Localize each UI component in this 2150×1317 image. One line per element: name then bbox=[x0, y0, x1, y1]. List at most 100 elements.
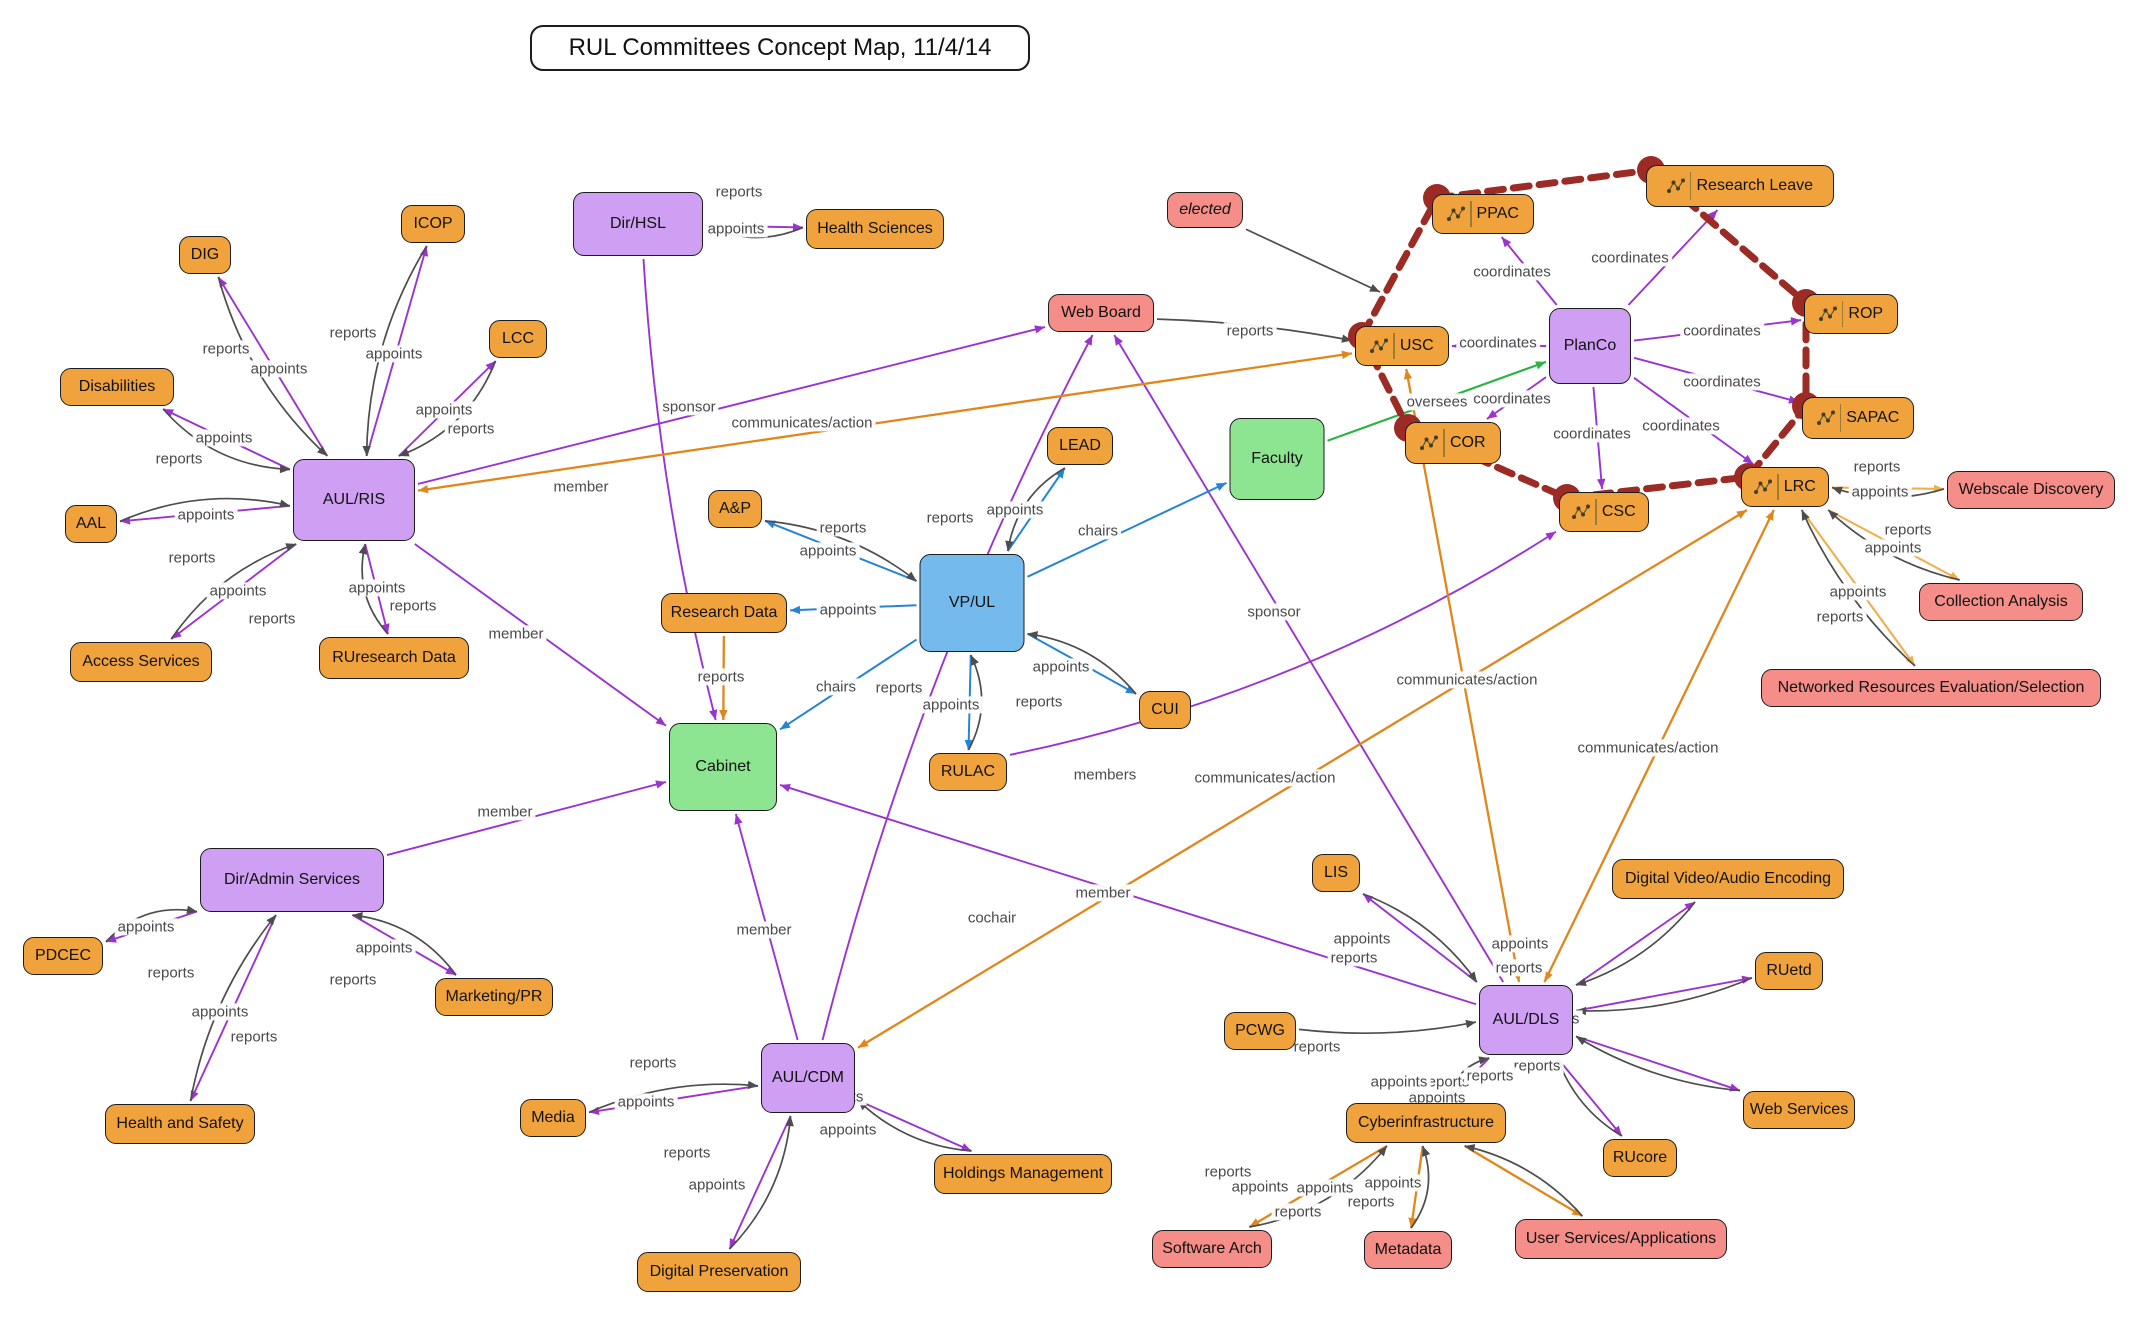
edge-label-reports: reports bbox=[1201, 1163, 1255, 1181]
edge-planco-rleave-coordinates-arrowhead bbox=[1707, 210, 1718, 221]
edge-label-reports: reports bbox=[1271, 1203, 1325, 1221]
edge-access-aulris-reports bbox=[170, 543, 297, 640]
node-planco[interactable]: PlanCo bbox=[1549, 308, 1631, 384]
node-rurd[interactable]: RUresearch Data bbox=[319, 637, 469, 679]
node-diradmin[interactable]: Dir/Admin Services bbox=[200, 848, 384, 912]
node-lis[interactable]: LIS bbox=[1312, 854, 1360, 892]
node-userserv[interactable]: User Services/Applications bbox=[1515, 1219, 1727, 1259]
node-rleave[interactable]: Research Leave bbox=[1646, 165, 1834, 207]
node-disabilities[interactable]: Disabilities bbox=[60, 368, 174, 406]
node-elected[interactable]: elected bbox=[1167, 192, 1243, 228]
node-ppac[interactable]: PPAC bbox=[1432, 194, 1534, 234]
edge-icop-aulris-reports-arrowhead bbox=[362, 445, 371, 456]
edge-auldls-cabinet-member-arrowhead bbox=[780, 783, 791, 792]
edge-label-reports: reports bbox=[626, 1054, 680, 1072]
edge-pdcec-diradmin-reports-arrowhead bbox=[186, 905, 197, 914]
node-label: Cyberinfrastructure bbox=[1357, 1114, 1495, 1131]
edge-aal-aulris-reports-arrowhead bbox=[279, 499, 290, 508]
node-label: CUI bbox=[1151, 701, 1179, 718]
node-webservices[interactable]: Web Services bbox=[1743, 1091, 1855, 1129]
node-csc[interactable]: CSC bbox=[1559, 492, 1649, 532]
network-icon bbox=[1754, 479, 1773, 494]
node-digpres[interactable]: Digital Preservation bbox=[637, 1252, 801, 1292]
node-mktpr[interactable]: Marketing/PR bbox=[435, 978, 553, 1016]
edge-label-coordinates: coordinates bbox=[1550, 425, 1634, 443]
map-title: RUL Committees Concept Map, 11/4/14 bbox=[530, 25, 1030, 71]
node-cabinet[interactable]: Cabinet bbox=[669, 723, 777, 811]
node-usc[interactable]: USC bbox=[1355, 326, 1449, 366]
node-rdata[interactable]: Research Data bbox=[661, 593, 787, 633]
node-label: USC bbox=[1399, 337, 1434, 354]
node-access[interactable]: Access Services bbox=[70, 642, 212, 682]
node-networked[interactable]: Networked Resources Evaluation/Selection bbox=[1761, 669, 2101, 707]
network-icon bbox=[1572, 504, 1591, 519]
node-aal[interactable]: AAL bbox=[65, 505, 117, 543]
node-metadata[interactable]: Metadata bbox=[1364, 1231, 1452, 1269]
node-label: PDCEC bbox=[34, 947, 91, 964]
node-lcc[interactable]: LCC bbox=[489, 320, 547, 358]
edge-lis-auldls-reports-arrowhead bbox=[1467, 971, 1477, 982]
node-cui[interactable]: CUI bbox=[1139, 691, 1191, 729]
node-label: Dir/HSL bbox=[609, 215, 666, 232]
edge-planco-csc-coordinates-arrowhead bbox=[1597, 478, 1606, 489]
edge-label-member: member bbox=[474, 803, 536, 821]
node-pdcec[interactable]: PDCEC bbox=[23, 937, 103, 975]
edge-digpres-aulcdm-reports bbox=[728, 1115, 792, 1250]
node-dig[interactable]: DIG bbox=[179, 236, 231, 274]
node-ruetd[interactable]: RUetd bbox=[1755, 952, 1823, 990]
icon-divider bbox=[1393, 333, 1395, 359]
node-pcwg[interactable]: PCWG bbox=[1224, 1012, 1296, 1050]
node-webscale[interactable]: Webscale Discovery bbox=[1947, 471, 2115, 509]
node-faculty[interactable]: Faculty bbox=[1229, 418, 1325, 500]
node-label: Digital Video/Audio Encoding bbox=[1624, 870, 1832, 887]
edge-label-reports: reports bbox=[152, 450, 206, 468]
node-lead[interactable]: LEAD bbox=[1047, 427, 1113, 465]
edge-cyber-userserv-appoints bbox=[1464, 1145, 1583, 1217]
node-label: LIS bbox=[1323, 864, 1348, 881]
node-aulris[interactable]: AUL/RIS bbox=[293, 459, 415, 541]
node-label: LCC bbox=[501, 330, 534, 347]
node-media[interactable]: Media bbox=[520, 1099, 586, 1137]
node-dvae[interactable]: Digital Video/Audio Encoding bbox=[1612, 859, 1844, 899]
edge-usc-auldls-communicatesaction-arrowhead-start bbox=[1403, 369, 1413, 380]
edge-label-appoints: appoints bbox=[796, 542, 860, 560]
node-collana[interactable]: Collection Analysis bbox=[1919, 583, 2083, 621]
edge-label-coordinates: coordinates bbox=[1680, 373, 1764, 391]
node-label: Web Board bbox=[1061, 304, 1141, 321]
edge-rulac-vpul-reports-arrowhead bbox=[970, 655, 979, 666]
node-aulcdm[interactable]: AUL/CDM bbox=[761, 1043, 855, 1113]
edge-swarch-cyber-reports-arrowhead bbox=[1377, 1146, 1387, 1157]
node-holdings[interactable]: Holdings Management bbox=[934, 1154, 1112, 1194]
node-hs[interactable]: Health Sciences bbox=[806, 209, 944, 249]
node-webboard[interactable]: Web Board bbox=[1048, 294, 1154, 332]
edge-aal-aulris-reports bbox=[119, 497, 291, 523]
edge-lcc-aulris-reports bbox=[398, 360, 497, 457]
edge-label-member: member bbox=[550, 478, 612, 496]
node-cor[interactable]: COR bbox=[1405, 422, 1501, 464]
edge-cyber-auldls-reports-arrowhead bbox=[1478, 1056, 1490, 1065]
node-ap[interactable]: A&P bbox=[708, 490, 762, 528]
node-rucore[interactable]: RUcore bbox=[1603, 1139, 1677, 1177]
node-swarch[interactable]: Software Arch bbox=[1152, 1230, 1272, 1268]
node-label: Research Data bbox=[670, 604, 778, 621]
node-rulac[interactable]: RULAC bbox=[929, 753, 1007, 791]
node-vpul[interactable]: VP/UL bbox=[919, 554, 1025, 652]
network-icon bbox=[1818, 306, 1837, 321]
node-icop[interactable]: ICOP bbox=[401, 205, 465, 243]
network-icon bbox=[1420, 435, 1439, 450]
node-auldls[interactable]: AUL/DLS bbox=[1479, 985, 1573, 1055]
node-label: ROP bbox=[1848, 305, 1884, 322]
edge-label-reports: reports bbox=[1327, 949, 1381, 967]
node-hsafety[interactable]: Health and Safety bbox=[105, 1104, 255, 1144]
edge-label-cochair: cochair bbox=[964, 909, 1020, 927]
node-label: Cabinet bbox=[695, 758, 751, 775]
node-dirhsl[interactable]: Dir/HSL bbox=[573, 192, 703, 256]
node-lrc[interactable]: LRC bbox=[1741, 467, 1829, 507]
edge-aulcdm-holdings-appoints bbox=[857, 1099, 972, 1152]
edge-label-appoints: appoints bbox=[192, 429, 256, 447]
node-sapac[interactable]: SAPAC bbox=[1802, 397, 1914, 439]
edge-aulris-webboard-sponsor bbox=[417, 326, 1046, 485]
node-rop[interactable]: ROP bbox=[1804, 294, 1898, 334]
edge-ap-vpul-reports-arrowhead bbox=[906, 571, 917, 581]
node-cyber[interactable]: Cyberinfrastructure bbox=[1346, 1103, 1506, 1143]
